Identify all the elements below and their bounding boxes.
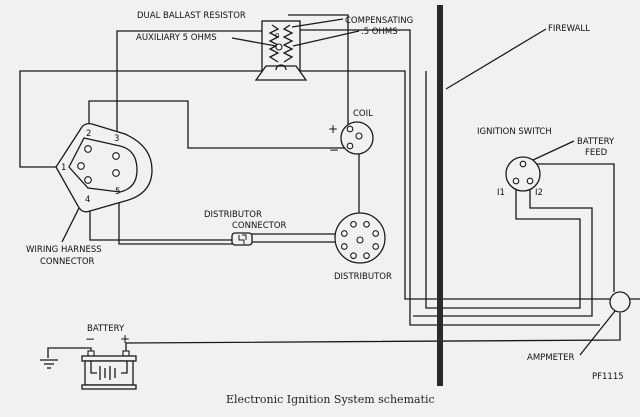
coil-label: COIL [353, 109, 373, 119]
distributor-terminal [372, 243, 380, 250]
wire-pin5-dist [118, 196, 232, 245]
coil-minus: − [329, 143, 339, 157]
wire-i1 [425, 71, 581, 309]
harness-label-2: CONNECTOR [40, 257, 95, 267]
wire-battery-ampmeter [125, 313, 621, 353]
distributor-connector: DISTRIBUTOR CONNECTOR [204, 210, 287, 246]
wire-pin3-auxiliary [116, 30, 265, 131]
distributor-terminal [372, 230, 380, 237]
distributor-terminal [340, 230, 348, 237]
ignition-switch-label: IGNITION SWITCH [477, 127, 552, 137]
compensating-ohms-label: .5 OHMS [361, 27, 398, 37]
harness-label: WIRING HARNESS [26, 245, 102, 255]
distributor-terminal [340, 243, 348, 250]
wire-ground [47, 347, 92, 358]
svg-text:0: 0 [275, 32, 279, 40]
ballast-resistor-label: DUAL BALLAST RESISTOR [137, 11, 246, 21]
harness-pin-3: 3 [114, 134, 119, 144]
distributor-terminal [350, 220, 357, 228]
battery-feed-label-2: FEED [585, 148, 608, 158]
battery-plus: + [120, 332, 130, 346]
firewall-label: FIREWALL [548, 24, 590, 34]
battery-minus: − [85, 332, 95, 346]
ampmeter: AMPMETER [527, 291, 631, 363]
coil: COIL + − [328, 109, 374, 157]
firewall-bar [437, 5, 443, 386]
distributor-terminal [363, 220, 370, 228]
figure-id: PF1115 [592, 372, 624, 382]
distributor-connector-label: DISTRIBUTOR [204, 210, 262, 220]
distributor-label: DISTRIBUTOR [334, 272, 392, 282]
harness-pin-1: 1 [61, 163, 66, 173]
harness-pin-4: 4 [85, 195, 90, 205]
coil-plus: + [328, 122, 338, 136]
auxiliary-label: AUXILIARY 5 OHMS [136, 33, 217, 43]
distributor: DISTRIBUTOR [334, 212, 392, 282]
wire-resistor-right [300, 29, 600, 326]
i2-label: I2 [535, 188, 543, 198]
battery: BATTERY − + [81, 324, 137, 390]
ground-symbol [40, 359, 58, 369]
ignition-switch: IGNITION SWITCH BATTERY FEED I1 I2 [477, 127, 615, 198]
compensating-label: COMPENSATING [345, 16, 413, 26]
wire-pin4-dist [89, 211, 232, 241]
wire-pin2-coil-minus [88, 100, 346, 149]
wire-i2 [413, 182, 593, 317]
wire-pin1-loop [19, 70, 640, 300]
battery-label: BATTERY [87, 324, 125, 334]
wiring-harness-connector: 1 2 3 4 5 WIRING HARNESS CONNECTOR [26, 122, 153, 267]
firewall-leader [445, 28, 547, 90]
harness-pin-5: 5 [115, 187, 120, 197]
distributor-terminal [350, 252, 357, 260]
wire-compensating-coil [288, 14, 349, 125]
i1-label: I1 [497, 188, 505, 198]
ballast-resistor: 0 DUAL BALLAST RESISTOR AUXILIARY 5 OHMS… [136, 11, 413, 81]
wire-battery-feed [529, 163, 615, 292]
figure-caption: Electronic Ignition System schematic [226, 393, 435, 406]
distributor-connector-label-2: CONNECTOR [232, 221, 287, 231]
harness-pin-2: 2 [86, 129, 91, 139]
battery-feed-label: BATTERY [577, 137, 615, 147]
distributor-terminal [363, 252, 370, 260]
ampmeter-label: AMPMETER [527, 353, 575, 363]
